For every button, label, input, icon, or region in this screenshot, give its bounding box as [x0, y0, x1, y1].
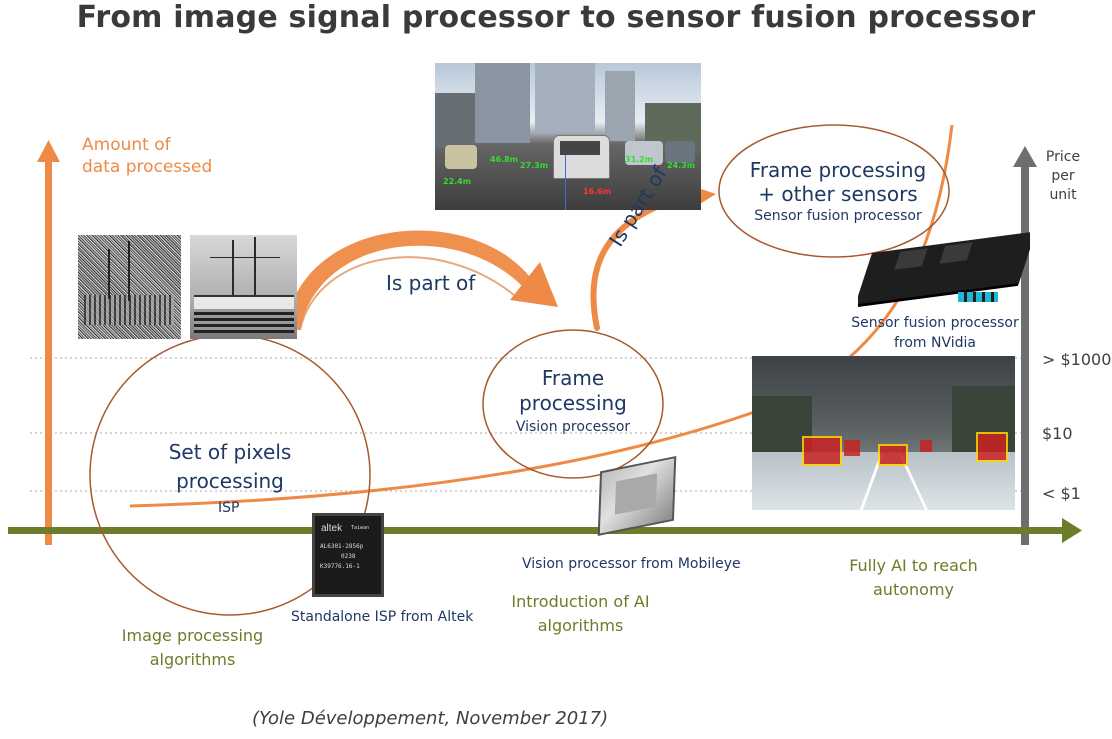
fusion-circle-sub: Sensor fusion processor [754, 208, 922, 224]
distance-label: 24.3m [667, 161, 696, 170]
nvidia-board-image [858, 232, 1030, 310]
vision-circle-title: Frame processing [493, 366, 653, 416]
mobileye-chip-image [590, 455, 685, 540]
vision-circle-title-line1: Frame [541, 366, 605, 390]
price-axis-label-line3: unit [1049, 187, 1077, 203]
is-part-of-arrow-1 [285, 230, 558, 331]
timeline-label-fusion-line1: Fully AI to reach [849, 556, 978, 575]
page-title: From image signal processor to sensor fu… [76, 0, 1036, 35]
nvidia-caption: Sensor fusion processor from NVidia [840, 313, 1030, 353]
vision-circle [482, 329, 664, 479]
nvidia-caption-line1: Sensor fusion processor [851, 315, 1019, 331]
distance-label: 27.3m [520, 161, 549, 170]
timeline-label-vision: Introduction of AI algorithms [498, 590, 663, 638]
distance-label: 22.4m [443, 177, 472, 186]
altek-brand: altek [321, 523, 343, 534]
fusion-circle-title-line1: Frame processing [749, 158, 927, 182]
price-tick-1000: > $1000 [1042, 350, 1112, 369]
fusion-circle-title: Frame processing + other sensors [728, 158, 948, 206]
segmented-street-image [752, 356, 1015, 510]
fusion-circle [718, 124, 950, 258]
price-axis-label-line2: per [1051, 168, 1075, 184]
timeline-label-isp-line2: algorithms [149, 650, 236, 669]
isp-circle-sub: ISP [218, 500, 240, 516]
data-axis-arrow [37, 140, 60, 545]
nvidia-caption-line2: from NVidia [893, 335, 977, 351]
timeline-label-isp-line1: Image processing [121, 626, 264, 645]
timeline-arrow [8, 518, 1082, 543]
vision-circle-sub: Vision processor [515, 419, 631, 435]
isp-circle-title-line1: Set of pixels [168, 440, 292, 464]
timeline-label-fusion-line2: autonomy [873, 580, 954, 599]
altek-caption: Standalone ISP from Altek [291, 609, 474, 625]
distance-label: 16.6m [583, 187, 612, 196]
noisy-ship-image [78, 235, 181, 339]
price-tick-10: $10 [1042, 424, 1073, 443]
altek-chip-line: AL6301-2856p [320, 543, 364, 550]
altek-chip-line: K39776.16-1 [320, 563, 360, 570]
vision-circle-title-line2: processing [519, 391, 627, 415]
data-axis-label-line2: data processed [82, 157, 213, 177]
clean-ship-image [190, 235, 297, 339]
altek-chip-image: altek Taiwan AL6301-2856p 0238 K39776.16… [312, 513, 384, 597]
is-part-of-label-1: Is part of [386, 271, 476, 295]
altek-chip-line: Taiwan [351, 525, 370, 531]
altek-chip-line: 0238 [341, 553, 356, 560]
data-axis-label: Amount of data processed [82, 134, 212, 178]
source-credit: (Yole Développement, November 2017) [252, 708, 609, 729]
price-axis-label-line1: Price [1045, 149, 1081, 165]
price-axis-arrow [1013, 146, 1037, 545]
street-camera-image: 22.4m 46.8m 27.3m 31.2m 24.3m 16.6m [435, 63, 701, 210]
price-tick-1: < $1 [1042, 484, 1081, 503]
isp-circle-title: Set of pixels processing [130, 438, 330, 496]
distance-label: 31.2m [625, 155, 654, 164]
timeline-label-vision-line1: Introduction of AI [511, 592, 650, 611]
data-axis-label-line1: Amount of [82, 135, 171, 155]
isp-circle-title-line2: processing [176, 469, 284, 493]
timeline-label-vision-line2: algorithms [537, 616, 624, 635]
timeline-label-fusion: Fully AI to reach autonomy [836, 554, 991, 602]
fusion-circle-title-line2: + other sensors [758, 182, 918, 206]
timeline-label-isp: Image processing algorithms [120, 624, 265, 672]
distance-label: 46.8m [490, 155, 519, 164]
mobileye-caption: Vision processor from Mobileye [522, 556, 741, 572]
price-axis-label: Price per unit [1038, 148, 1088, 205]
